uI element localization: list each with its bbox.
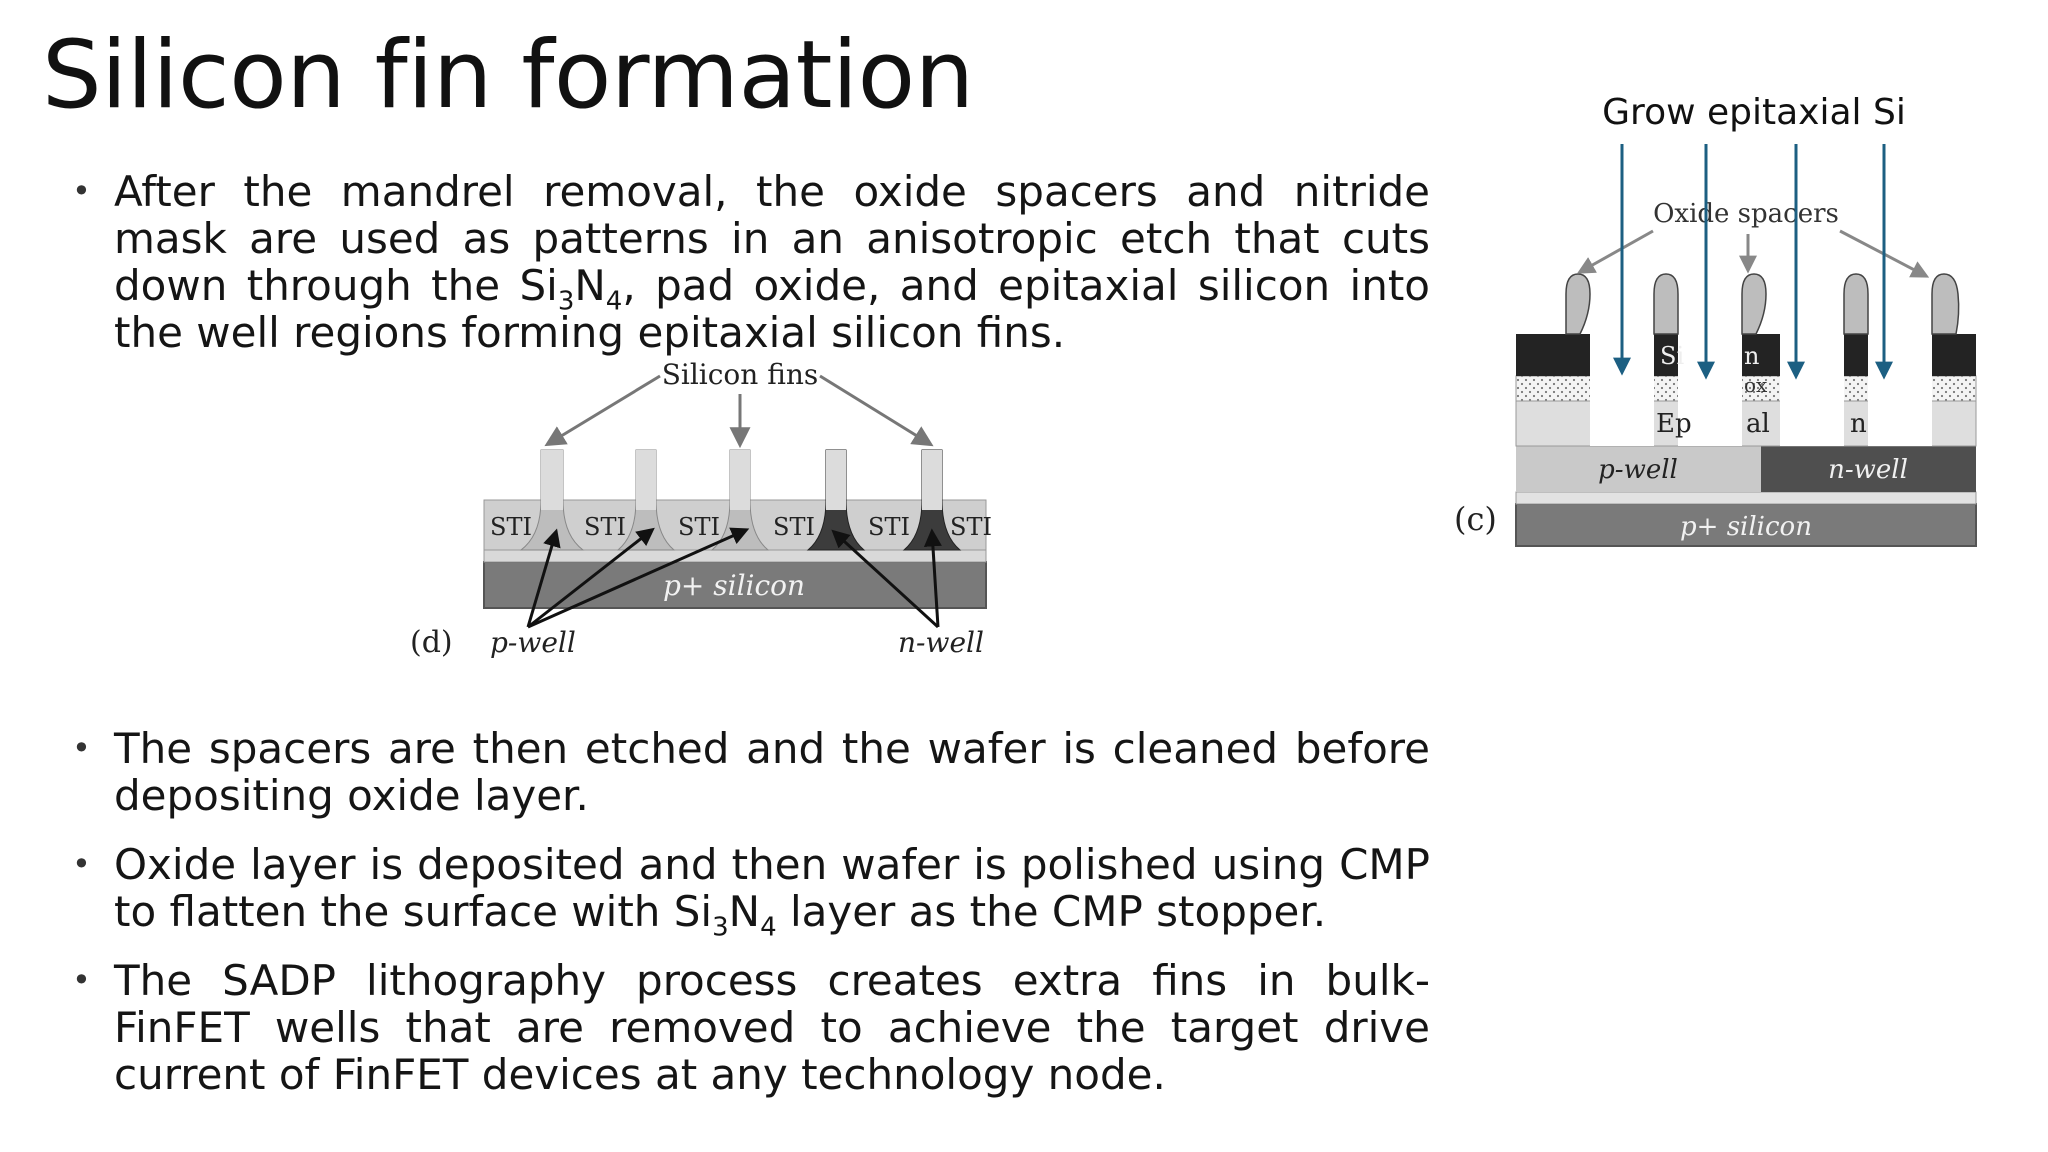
nwell-label: n-well (1828, 455, 1908, 485)
pwell-arrow (527, 527, 750, 629)
spacers-label: Oxide spacers (1653, 199, 1839, 229)
bullet-list-bottom: The spacers are then etched and the wafe… (70, 725, 1430, 1120)
fin-top (636, 450, 656, 510)
bullet-list-top: After the mandrel removal, the oxide spa… (70, 168, 1430, 356)
bullet-item: Oxide layer is deposited and then wafer … (70, 841, 1430, 940)
pwell-arrow (526, 528, 561, 628)
substrate-layer (1515, 503, 1977, 547)
pwell-arrow (527, 527, 655, 629)
substrate-label: p+ silicon (663, 569, 805, 602)
epi-label: al (1746, 409, 1770, 439)
figure-silicon-fins: p+ silicon STI STI STI STI STI STI Silic… (410, 358, 992, 660)
oxide-label: ox (1744, 373, 1768, 397)
fin-top (826, 450, 846, 510)
sti-labels: STI STI STI STI STI STI (490, 513, 992, 541)
figure-caption: Grow epitaxial Si (1602, 92, 1906, 133)
pwell-region (1516, 446, 1761, 492)
nwell-region (1761, 446, 1976, 492)
slide-title: Silicon fin formation (42, 21, 974, 130)
bullet-text: After the mandrel removal, the oxide spa… (114, 168, 1430, 356)
substrate-label: p+ silicon (1680, 512, 1812, 542)
bullet-item: The spacers are then etched and the wafe… (70, 725, 1430, 819)
well-strip (1515, 491, 1977, 505)
sti-label: STI (678, 513, 720, 541)
fin-top (541, 450, 563, 510)
pwell-label: p-well (490, 626, 576, 659)
fin-top (922, 450, 942, 510)
nwell-arrow (831, 529, 940, 629)
epi-label: Ep (1656, 409, 1692, 439)
trenches (1590, 334, 1932, 446)
fins-arrow (544, 374, 661, 447)
panel-label-c: (c) (1454, 500, 1497, 538)
panel-label-d: (d) (410, 625, 453, 660)
sti-label: STI (950, 513, 992, 541)
oxide-spacers (1565, 273, 1960, 335)
sti-label: STI (490, 513, 532, 541)
fin-group (519, 449, 962, 551)
nitride-label: n (1744, 342, 1759, 370)
silicon-fins-label: Silicon fins (662, 358, 819, 391)
pwell-label: p-well (1598, 455, 1678, 485)
bullet-item: After the mandrel removal, the oxide spa… (70, 168, 1430, 356)
nwell-arrow (923, 528, 942, 628)
growth-arrows (1613, 144, 1893, 380)
spacer-arrow (1576, 229, 1654, 274)
sti-label: STI (773, 513, 815, 541)
nitride-label: Si (1660, 342, 1684, 370)
fins-arrow (819, 374, 934, 447)
sti-label: STI (868, 513, 910, 541)
epi-label: n (1850, 409, 1867, 439)
substrate-layer (483, 561, 987, 609)
well-strip (483, 549, 987, 563)
bullet-item: The SADP lithography process creates ext… (70, 957, 1430, 1098)
figure-grow-epitaxial: Grow epitaxial Si p+ silicon p-well n-we… (1454, 92, 1977, 547)
fin-top (730, 450, 750, 510)
sti-label: STI (584, 513, 626, 541)
nwell-label: n-well (898, 626, 984, 659)
